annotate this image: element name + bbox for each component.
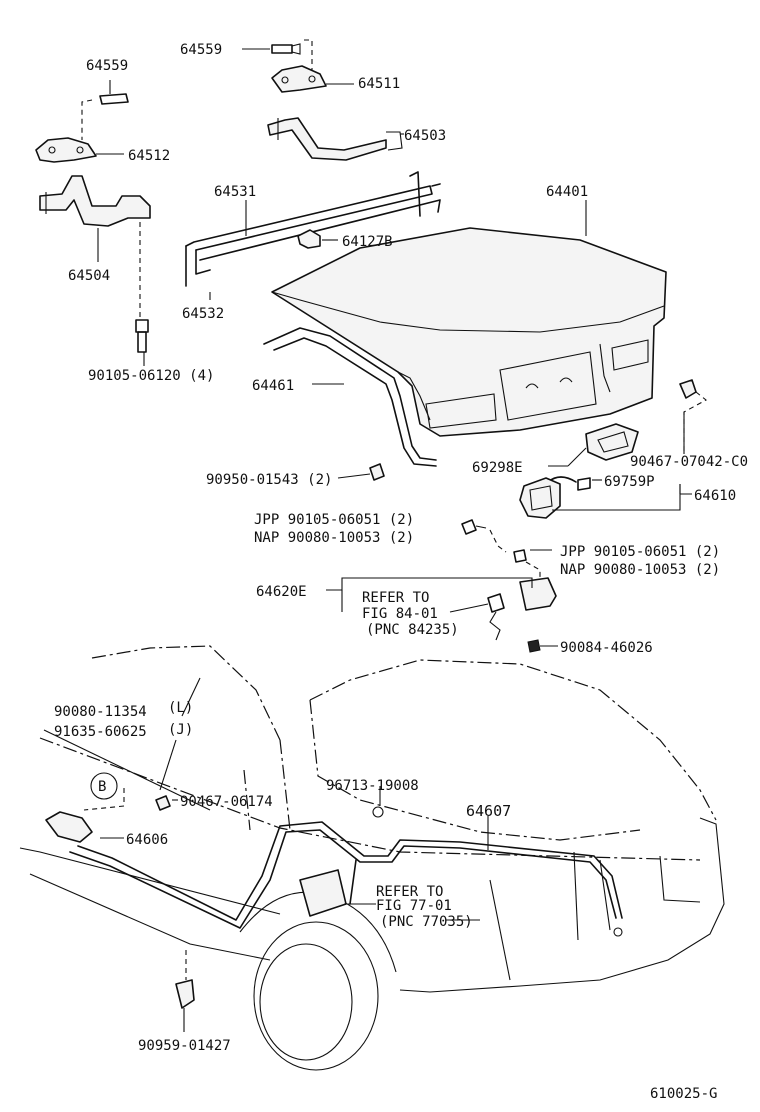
hinge-64512-assembly bbox=[35, 93, 151, 353]
label-64512: 64512 bbox=[128, 148, 170, 164]
label-64127b: 64127B bbox=[342, 234, 393, 250]
label-90080-11354: 90080-11354 bbox=[54, 704, 147, 720]
label-tag-j: (J) bbox=[168, 722, 193, 738]
label-nap-left: NAP 90080-10053 (2) bbox=[254, 530, 414, 546]
label-refer1-a: REFER TO bbox=[362, 590, 429, 606]
label-64531: 64531 bbox=[214, 184, 256, 200]
label-90105-06120: 90105-06120 (4) bbox=[88, 368, 214, 384]
label-64503: 64503 bbox=[404, 128, 446, 144]
label-91635-60625: 91635-60625 bbox=[54, 724, 147, 740]
label-69298e: 69298E bbox=[472, 460, 523, 476]
label-refer2-a: REFER TO bbox=[376, 884, 443, 900]
label-64610: 64610 bbox=[694, 488, 736, 504]
label-64559-top: 64559 bbox=[180, 42, 222, 58]
label-96713-19008: 96713-19008 bbox=[326, 778, 419, 794]
label-64559-left: 64559 bbox=[86, 58, 128, 74]
label-90959-01427: 90959-01427 bbox=[138, 1038, 231, 1054]
label-90950-01543: 90950-01543 (2) bbox=[206, 472, 332, 488]
lock-assembly bbox=[369, 379, 707, 653]
release-cable-64607 bbox=[45, 788, 623, 1009]
label-90084-46026: 90084-46026 bbox=[560, 640, 653, 656]
label-64532: 64532 bbox=[182, 306, 224, 322]
part-labels: 64559 64511 64559 64503 64512 64531 6440… bbox=[54, 42, 748, 1102]
label-90467-06174: 90467-06174 bbox=[180, 794, 273, 810]
label-64401: 64401 bbox=[546, 184, 588, 200]
label-64511: 64511 bbox=[358, 76, 400, 92]
label-64620e: 64620E bbox=[256, 584, 307, 600]
label-refer2-b: FIG 77-01 bbox=[376, 898, 452, 914]
label-90467-07042: 90467-07042-C0 bbox=[630, 454, 748, 470]
hinge-64511-assembly bbox=[267, 39, 403, 161]
label-64461: 64461 bbox=[252, 378, 294, 394]
label-64606: 64606 bbox=[126, 832, 168, 848]
label-64504: 64504 bbox=[68, 268, 110, 284]
label-64607: 64607 bbox=[466, 802, 511, 820]
luggage-lid-64401 bbox=[271, 227, 667, 437]
leader-lines bbox=[43, 48, 692, 1032]
label-jpp-left: JPP 90105-06051 (2) bbox=[254, 512, 414, 528]
label-tag-l: (L) bbox=[168, 700, 193, 716]
label-69759p: 69759P bbox=[604, 474, 655, 490]
weatherstrip-64461 bbox=[263, 327, 437, 467]
label-circle-b: B bbox=[98, 779, 106, 795]
label-jpp-right: JPP 90105-06051 (2) bbox=[560, 544, 720, 560]
label-refer2-c: (PNC 77035) bbox=[380, 914, 473, 930]
callout-circle-b bbox=[90, 772, 118, 800]
vehicle-body-outline bbox=[19, 645, 725, 1071]
label-nap-right: NAP 90080-10053 (2) bbox=[560, 562, 720, 578]
label-refer1-c: (PNC 84235) bbox=[366, 622, 459, 638]
figure-code: 610025-G bbox=[650, 1086, 717, 1102]
label-refer1-b: FIG 84-01 bbox=[362, 606, 438, 622]
torsion-rods bbox=[185, 171, 441, 287]
